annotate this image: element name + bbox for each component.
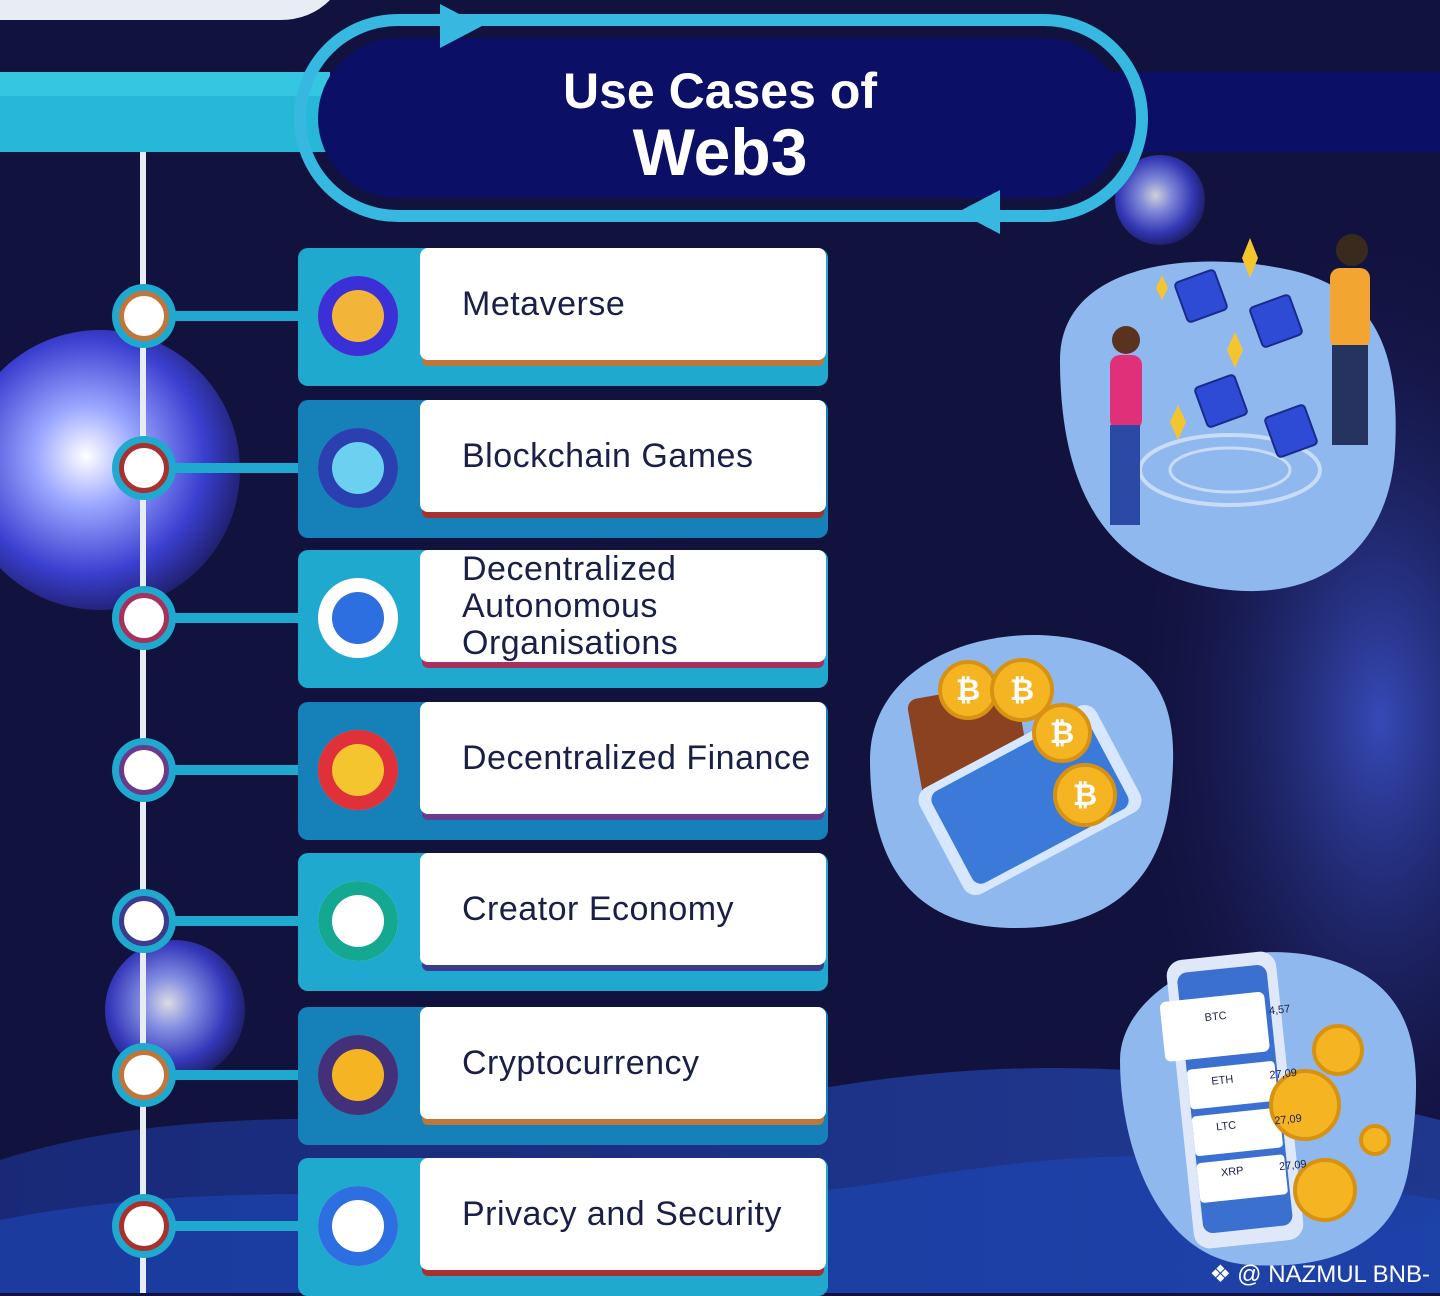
timeline-node-ring bbox=[119, 1050, 169, 1100]
use-case-card[interactable]: Decentralized Finance bbox=[298, 702, 828, 840]
watermark: ❖ @ NAZMUL BNB- bbox=[1210, 1260, 1430, 1289]
crypto-ticker: ETH bbox=[1210, 1073, 1234, 1088]
timeline-node bbox=[112, 1043, 176, 1107]
crypto-value: 4,57 bbox=[1268, 1003, 1291, 1018]
timeline-node-ring bbox=[119, 745, 169, 795]
card-label-box: Decentralized Autonomous Organisations bbox=[420, 550, 826, 662]
card-icon-box bbox=[298, 853, 418, 991]
card-icon-box bbox=[298, 550, 418, 688]
card-label-box: Metaverse bbox=[420, 248, 826, 360]
timeline-node bbox=[112, 1194, 176, 1258]
use-case-card[interactable]: Creator Economy bbox=[298, 853, 828, 991]
timeline-node bbox=[112, 889, 176, 953]
use-case-card[interactable]: Privacy and Security bbox=[298, 1158, 828, 1296]
use-case-label: Metaverse bbox=[462, 284, 626, 323]
title-line-1: Use Cases of bbox=[562, 63, 878, 119]
card-icon-box bbox=[298, 1158, 418, 1296]
timeline-node bbox=[112, 284, 176, 348]
card-label-box: Cryptocurrency bbox=[420, 1007, 826, 1119]
card-label-box: Decentralized Finance bbox=[420, 702, 826, 814]
use-case-label: Decentralized Finance bbox=[462, 738, 811, 777]
use-case-label: Creator Economy bbox=[462, 889, 735, 928]
timeline-connector bbox=[174, 916, 300, 926]
binance-logo-icon: ❖ bbox=[1209, 1261, 1232, 1288]
title-line-2: Web3 bbox=[632, 115, 808, 189]
timeline-node bbox=[112, 436, 176, 500]
timeline-connector bbox=[174, 613, 300, 623]
vr-headset-icon bbox=[318, 276, 398, 356]
use-case-label: Blockchain Games bbox=[462, 436, 754, 475]
card-label-box: Blockchain Games bbox=[420, 400, 826, 512]
coin-exchange-icon bbox=[318, 730, 398, 810]
card-icon-box bbox=[298, 1007, 418, 1145]
use-case-card[interactable]: Cryptocurrency bbox=[298, 1007, 828, 1145]
timeline-line bbox=[140, 152, 146, 1293]
use-case-label: Cryptocurrency bbox=[462, 1043, 700, 1082]
defi-globe-icon bbox=[318, 578, 398, 658]
game-controller-icon bbox=[318, 428, 398, 508]
padlock-document-icon bbox=[318, 1186, 398, 1266]
timeline-connector bbox=[174, 463, 300, 473]
card-icon-box bbox=[298, 400, 418, 538]
timeline-node-ring bbox=[119, 443, 169, 493]
crypto-ticker: LTC bbox=[1215, 1119, 1237, 1134]
timeline-connector bbox=[174, 311, 300, 321]
timeline-connector bbox=[174, 1070, 300, 1080]
title-capsule: Use Cases of Web3 bbox=[300, 40, 1140, 210]
use-case-card[interactable]: Decentralized Autonomous Organisations bbox=[298, 550, 828, 688]
use-case-label: Decentralized Autonomous Organisations bbox=[462, 549, 679, 662]
timeline-node bbox=[112, 586, 176, 650]
card-label-box: Privacy and Security bbox=[420, 1158, 826, 1270]
card-icon-box bbox=[298, 248, 418, 386]
use-case-card[interactable]: Blockchain Games bbox=[298, 400, 828, 538]
timeline-connector bbox=[174, 765, 300, 775]
crypto-ticker: XRP bbox=[1220, 1164, 1245, 1180]
creator-person-icon bbox=[318, 881, 398, 961]
use-case-label: Privacy and Security bbox=[462, 1194, 782, 1233]
crypto-ticker: BTC bbox=[1204, 1009, 1228, 1025]
crypto-coins-icon bbox=[318, 1035, 398, 1115]
timeline-connector bbox=[174, 1221, 300, 1231]
use-case-card[interactable]: Metaverse bbox=[298, 248, 828, 386]
timeline-node-ring bbox=[119, 291, 169, 341]
card-label-box: Creator Economy bbox=[420, 853, 826, 965]
watermark-text: @ NAZMUL BNB- bbox=[1237, 1260, 1430, 1288]
timeline-node-ring bbox=[119, 593, 169, 643]
timeline-node bbox=[112, 738, 176, 802]
card-icon-box bbox=[298, 702, 418, 840]
timeline-node-ring bbox=[119, 896, 169, 946]
timeline-node-ring bbox=[119, 1201, 169, 1251]
